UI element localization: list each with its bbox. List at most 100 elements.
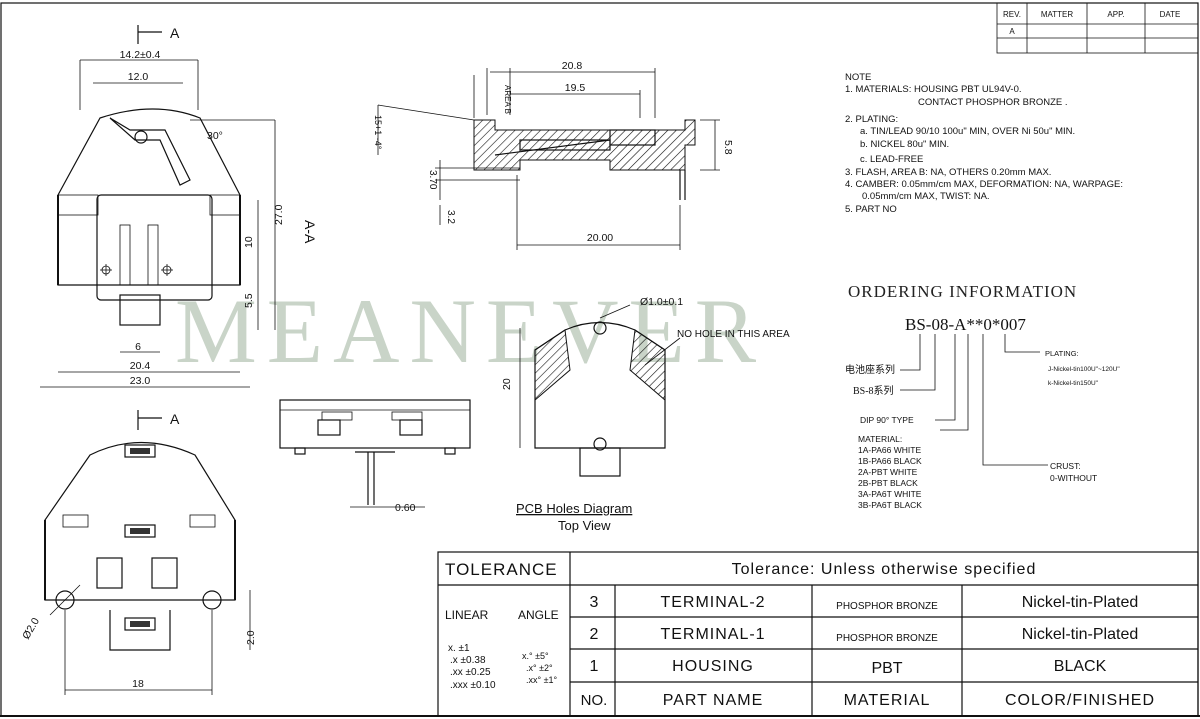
angle-tol: x.° ±5° — [522, 651, 549, 661]
notes-heading: NOTE — [845, 72, 871, 83]
series-cn: 电池座系列 — [845, 363, 895, 376]
side-view: 0.60 — [279, 399, 471, 514]
dim-0-60: 0.60 — [395, 502, 416, 514]
note-line: 4. CAMBER: 0.05mm/cm MAX, DEFORMATION: N… — [845, 179, 1123, 190]
dim-20-4: 20.4 — [130, 360, 151, 372]
plating-j: J-Nickel-tin100U"~120U" — [1048, 366, 1120, 373]
material-option: 2B-PBT BLACK — [858, 478, 918, 488]
angle-tol: .x° ±2° — [526, 663, 553, 673]
rev-header: REV. — [1003, 10, 1021, 19]
row-material: PBT — [871, 660, 902, 677]
note-line: b. NICKEL 80u" MIN. — [860, 139, 949, 150]
note-line: c. LEAD-FREE — [860, 154, 923, 165]
dim-20-00: 20.00 — [587, 232, 613, 244]
row-finish: Nickel-tin-Plated — [1022, 594, 1138, 611]
material-option: 3B-PA6T BLACK — [858, 500, 922, 510]
dim-27: 27.0 — [273, 204, 285, 225]
pcb-title: PCB Holes Diagram — [516, 501, 632, 516]
note-line: 1. MATERIALS: HOUSING PBT UL94V-0. — [845, 84, 1022, 95]
row-finish: BLACK — [1054, 658, 1107, 675]
dim-phi-1: Ø1.0±0.1 — [640, 296, 683, 308]
tolerance-text: Tolerance: Unless otherwise specified — [732, 561, 1037, 578]
note-line: 0.05mm/cm MAX, TWIST: NA. — [862, 191, 990, 202]
dim-14-2: 14.2±0.4 — [120, 49, 161, 61]
header-part: PART NAME — [663, 692, 764, 709]
dim-10: 10 — [243, 236, 255, 248]
date-header: DATE — [1160, 10, 1181, 19]
matter-header: MATTER — [1041, 10, 1074, 19]
front-view: A 14.2±0.4 12.0 30° 27.0 A-A 10 5.5 6 20… — [40, 25, 318, 388]
section-a-label-2: A — [170, 411, 180, 427]
row-part: TERMINAL-2 — [660, 594, 765, 611]
rev-value: A — [1009, 27, 1015, 36]
linear-label: LINEAR — [445, 608, 489, 622]
linear-tol: .x ±0.38 — [450, 655, 486, 666]
crust-label: CRUST: — [1050, 461, 1081, 471]
row-material: PHOSPHOR BRONZE — [836, 633, 938, 644]
note-line: 3. FLASH, AREA B: NA, OTHERS 0.20mm MAX. — [845, 167, 1051, 178]
dim-3-2: 3.2 — [445, 210, 456, 224]
row-no: 1 — [590, 658, 599, 675]
crust-value: 0-WITHOUT — [1050, 473, 1097, 483]
dim-phi-2: Ø2.0 — [20, 616, 42, 642]
ordering-information: ORDERING INFORMATION BS-08-A**0*007 PLAT… — [845, 282, 1120, 510]
linear-tol: .xxx ±0.10 — [450, 680, 496, 691]
pcb-holes-diagram: Ø1.0±0.1 NO HOLE IN THIS AREA 20 PCB Hol… — [501, 296, 790, 533]
app-header: APP. — [1107, 10, 1124, 19]
note-line: CONTACT PHOSPHOR BRONZE . — [918, 97, 1068, 108]
ordering-title: ORDERING INFORMATION — [848, 282, 1077, 301]
section-aa-label: A-A — [302, 220, 318, 244]
revision-table: REV. MATTER APP. DATE A — [996, 2, 1199, 54]
pcb-subtitle: Top View — [558, 518, 611, 533]
row-finish: Nickel-tin-Plated — [1022, 626, 1138, 643]
row-part: HOUSING — [672, 658, 754, 675]
material-option: 3A-PA6T WHITE — [858, 489, 922, 499]
dip-type: DIP 90° TYPE — [860, 415, 914, 425]
dim-30deg: 30° — [207, 130, 223, 142]
dim-23: 23.0 — [130, 375, 151, 387]
dim-6: 6 — [135, 341, 141, 353]
title-block: TOLERANCE Tolerance: Unless otherwise sp… — [437, 551, 1199, 717]
dim-19-5: 19.5 — [565, 82, 586, 94]
header-finish: COLOR/FINISHED — [1005, 692, 1155, 709]
angle-label: ANGLE — [518, 608, 559, 622]
row-part: TERMINAL-1 — [660, 626, 765, 643]
ordering-code: BS-08-A**0*007 — [905, 315, 1026, 334]
dim-3-70: 3.70 — [427, 170, 438, 190]
dim-5-5: 5.5 — [243, 293, 255, 308]
angle-tol: .xx° ±1° — [526, 675, 558, 685]
bottom-view: A Ø2.0 2.0 18 — [20, 410, 257, 695]
area-b-label: AREA B — [503, 85, 512, 114]
linear-tol: .xx ±0.25 — [450, 667, 491, 678]
notes-block: NOTE 1. MATERIALS: HOUSING PBT UL94V-0. … — [845, 72, 1123, 215]
tolerance-label: TOLERANCE — [445, 560, 558, 579]
material-label: MATERIAL: — [858, 434, 902, 444]
row-no: 2 — [590, 626, 599, 643]
series-bs: BS-8系列 — [853, 384, 894, 397]
dim-15deg: 15+1 -4° — [373, 115, 383, 150]
section-view: AREA B 20.8 19.5 5.8 15+1 -4° 3.70 3.2 2… — [373, 60, 734, 250]
no-hole-label: NO HOLE IN THIS AREA — [677, 329, 790, 340]
header-no: NO. — [581, 692, 608, 709]
row-no: 3 — [590, 594, 599, 611]
note-line: 5. PART NO — [845, 204, 897, 215]
plating-k: k-Nickel-tin150U" — [1048, 380, 1099, 387]
dim-18: 18 — [132, 678, 144, 690]
dim-20-8: 20.8 — [562, 60, 583, 72]
material-option: 1B-PA66 BLACK — [858, 456, 922, 466]
material-option: 2A-PBT WHITE — [858, 467, 918, 477]
dim-5-8: 5.8 — [722, 140, 734, 155]
linear-tol: x. ±1 — [448, 643, 470, 654]
dim-20-pcb: 20 — [501, 378, 513, 390]
note-line: 2. PLATING: — [845, 114, 898, 125]
note-line: a. TIN/LEAD 90/10 100u" MIN, OVER Ni 50u… — [860, 126, 1075, 137]
dim-2-0: 2.0 — [245, 630, 257, 645]
section-a-label: A — [170, 25, 180, 41]
row-material: PHOSPHOR BRONZE — [836, 601, 938, 612]
header-material: MATERIAL — [844, 692, 931, 709]
plating-label: PLATING: — [1045, 349, 1079, 358]
material-option: 1A-PA66 WHITE — [858, 445, 921, 455]
dim-12: 12.0 — [128, 71, 149, 83]
